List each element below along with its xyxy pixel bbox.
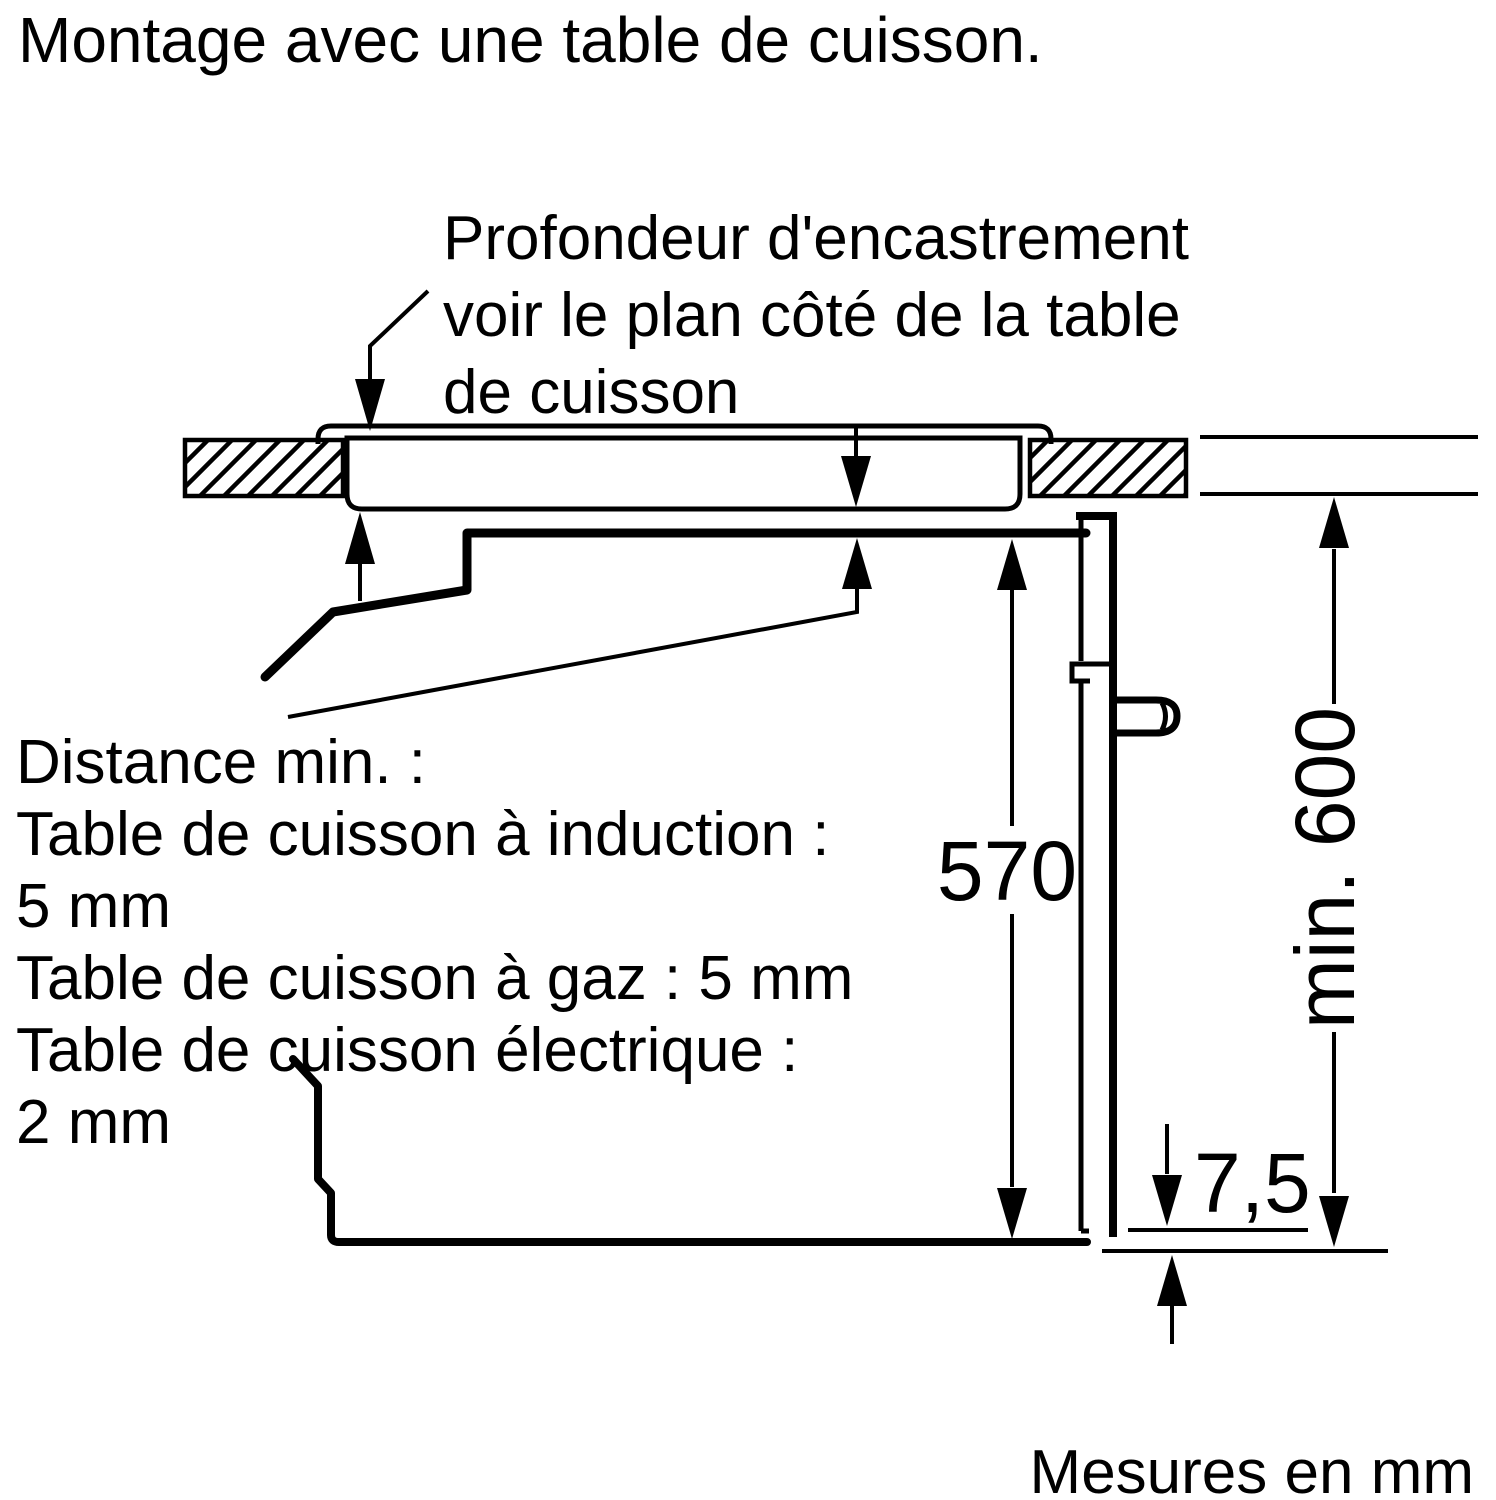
- cooktop-glass-flange: [315, 423, 1054, 444]
- note-induction-value: 5 mm: [16, 872, 171, 941]
- oven-control-knob-face: [1159, 701, 1168, 732]
- note-induction: Table de cuisson à induction :: [16, 800, 829, 869]
- oven-bottom-outline: [289, 1055, 1091, 1246]
- annotation-line-2: voir le plan côté de la table: [443, 281, 1181, 350]
- annotation-line-3: de cuisson: [443, 358, 739, 427]
- dim-600-arrow-down-icon: [1319, 1196, 1349, 1247]
- page-title: Montage avec une table de cuisson.: [18, 4, 1043, 76]
- oven-frame-step: [1069, 661, 1110, 684]
- depth-arrow-down-icon: [841, 456, 871, 507]
- oven-frame-inner-line: [1078, 516, 1089, 1234]
- min-distance-left-arrow-up-icon: [345, 512, 375, 564]
- note-gaz: Table de cuisson à gaz : 5 mm: [16, 944, 853, 1013]
- dim-label-7-5: 7,5: [1194, 1136, 1311, 1230]
- annotation-line-1: Profondeur d'encastrement: [443, 204, 1189, 273]
- worktop-section-right: [1027, 437, 1189, 499]
- note-distance-min: Distance min. :: [16, 728, 426, 797]
- oven-top-outline: [260, 528, 1091, 682]
- dim-label-min-600: min. 600: [1278, 707, 1372, 1029]
- dim-label-570: 570: [937, 824, 1077, 918]
- dim-75-arrow-up-icon: [1157, 1255, 1187, 1306]
- dim-570-arrow-down-icon: [997, 1188, 1027, 1239]
- dim-75-arrow-down-icon: [1152, 1175, 1182, 1226]
- annotation-arrow-down-icon: [355, 379, 385, 431]
- footer-units: Mesures en mm: [1030, 1438, 1474, 1500]
- dim-570-arrow-up-icon: [997, 539, 1027, 590]
- min-distance-arrow-up-icon: [842, 538, 872, 589]
- cooktop-body: [344, 435, 1023, 512]
- dim-600-arrow-up-icon: [1319, 497, 1349, 548]
- min-distance-leader-line: [287, 586, 859, 719]
- worktop-section-left: [182, 437, 346, 499]
- worktop-continuation-lines: [1200, 435, 1478, 496]
- note-electrique-value: 2 mm: [16, 1088, 171, 1157]
- note-electrique: Table de cuisson électrique :: [16, 1016, 798, 1085]
